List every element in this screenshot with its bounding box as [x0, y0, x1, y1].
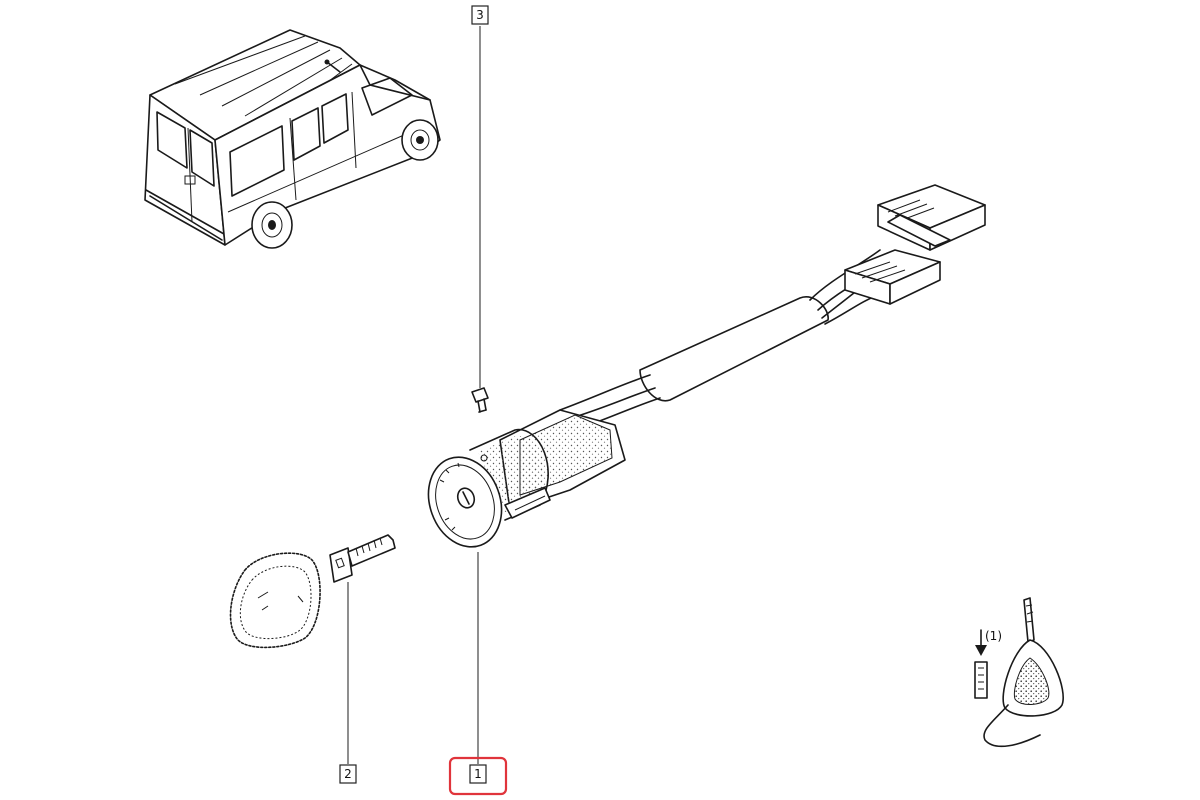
callout-3-label: 3 [476, 8, 484, 22]
van-illustration [144, 29, 441, 249]
callout-1-highlight [448, 756, 508, 796]
key-blank-part [329, 534, 396, 583]
transponder-head-part [229, 552, 321, 649]
rear-wheel [251, 201, 293, 249]
callout-2: 2 [339, 764, 357, 784]
key-footnote-label: (1) [985, 629, 1002, 643]
callout-3: 3 [471, 5, 489, 25]
wiring-harness [559, 184, 986, 431]
lower-connector [844, 249, 941, 305]
harness-sleeve [639, 296, 829, 402]
ignition-switch [427, 409, 626, 548]
upper-connector [877, 184, 986, 251]
front-wheel [401, 119, 439, 161]
screw-part [471, 387, 489, 413]
remote-key-illustration [974, 597, 1064, 748]
callout-1: 1 [469, 764, 487, 784]
callout-2-label: 2 [344, 767, 352, 781]
callout-1-label: 1 [474, 767, 482, 781]
